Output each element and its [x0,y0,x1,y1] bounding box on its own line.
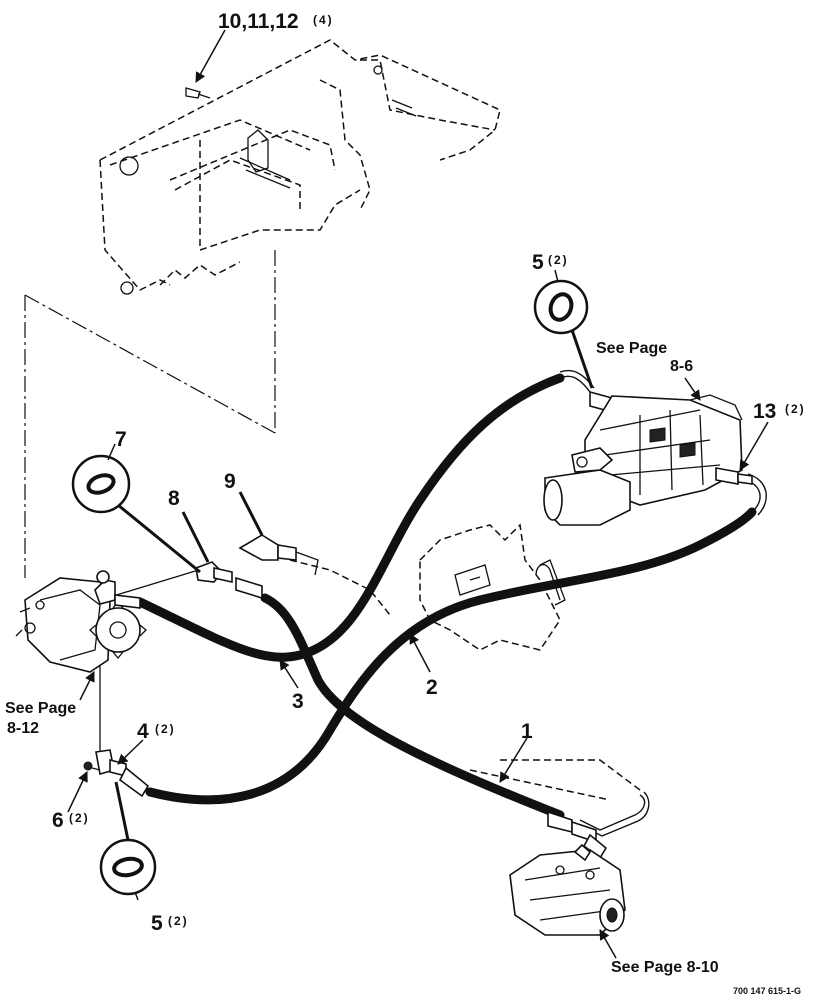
hose-1-tube-outer [581,791,650,837]
tandem-pump-assembly [543,390,753,526]
elbow-fitting [238,534,319,576]
ref-page-8-12-line2: 8-12 [7,720,39,737]
callout-5-top-qty: (2) [548,253,569,267]
ref-page-8-6-line2: 8-6 [670,358,693,375]
upper-frame-structure [99,39,501,295]
leader-7-label [107,443,116,461]
leader-5-top [570,329,594,389]
o-ring-5-bottom-detail [99,838,157,896]
hose-3 [135,373,565,662]
leader-8-12 [79,671,95,701]
callout-13: 13 [753,400,776,423]
leader-5-top-label [554,269,559,283]
ref-page-8-12-line1: See Page [5,700,76,717]
leader-1 [499,737,528,783]
hose-2 [145,507,757,805]
o-ring-7-detail [71,454,131,514]
hose-3-tube [559,375,591,393]
callout-4-qty: (2) [155,722,176,736]
ref-page-8-10: See Page 8-10 [611,959,719,976]
callout-4: 4 [137,720,149,743]
leader-6 [67,771,88,813]
connector-lines [24,250,276,755]
leader-2 [409,633,431,673]
callout-6: 6 [52,809,64,832]
leader-8-10 [599,929,617,959]
center-frame-structure [289,523,641,801]
tee-fitting [195,561,263,600]
callout-5-bottom-qty: (2) [168,914,189,928]
callout-7: 7 [115,428,127,451]
callout-5-bottom: 5 [151,912,163,935]
leader-3 [279,659,299,689]
leader-8-6 [684,377,701,401]
hose-1-tube [579,794,646,831]
leader-5-bottom-label [134,891,139,901]
figure-number: 700 147 615-1-G [733,986,801,996]
leader-8 [181,511,210,563]
leader-7 [117,503,201,574]
callout-3: 3 [292,690,304,713]
callout-1: 1 [521,720,533,743]
callout-8: 8 [168,487,180,510]
ref-page-8-6-line1: See Page [596,340,667,357]
leader-5-bottom [114,781,130,841]
callout-6-qty: (2) [69,811,90,825]
leader-10-11-12 [195,29,226,83]
left-gear-valve-assembly [15,570,147,673]
callout-2: 2 [426,676,438,699]
bottom-left-fittings [83,749,150,798]
mounting-bolt [185,87,211,99]
callout-9: 9 [224,470,236,493]
leader-4 [117,739,144,765]
callout-13-qty: (2) [785,402,806,416]
hose-1 [260,593,565,820]
piston-pump-assembly [509,810,626,936]
callout-10-11-12-qty: (4) [313,13,334,27]
leader-9 [238,491,264,536]
o-ring-5-top-detail [533,279,589,335]
leader-13 [739,421,769,471]
callout-10-11-12: 10,11,12 [218,10,299,33]
callout-5-top: 5 [532,251,544,274]
